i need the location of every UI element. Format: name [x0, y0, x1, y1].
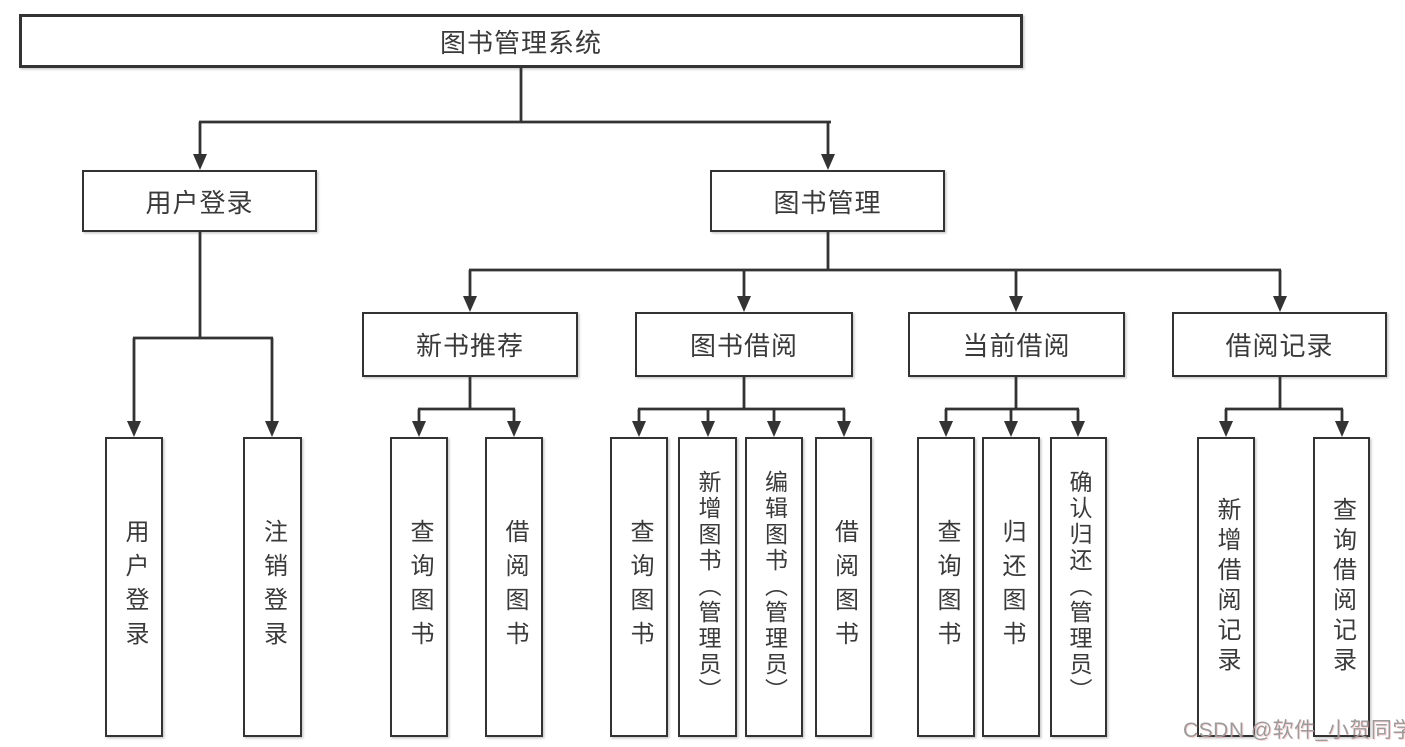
node-book-borrow: 图书借阅 [635, 312, 853, 377]
node-root-label: 图书管理系统 [439, 27, 602, 58]
arrowhead-icons [127, 154, 1349, 437]
leaf-borrow-books-label: 借阅图书 [830, 519, 858, 655]
node-user-login: 用户登录 [82, 170, 317, 232]
leaf-query-books-recommend-label: 查询图书 [406, 519, 433, 655]
node-borrow-records: 借阅记录 [1172, 312, 1387, 377]
node-user-login-label: 用户登录 [145, 187, 254, 218]
leaf-query-books-borrow-label: 查询图书 [626, 519, 653, 655]
leaf-query-borrow-record: 查询借阅记录 [1313, 437, 1370, 737]
leaf-edit-book-admin: 编辑图书（管理员） [745, 437, 803, 737]
leaf-borrow-books: 借阅图书 [815, 437, 872, 737]
leaf-return-books-label: 归还图书 [998, 519, 1025, 655]
node-current-borrow: 当前借阅 [908, 312, 1125, 377]
leaf-add-book-admin-label: 新增图书（管理员） [695, 470, 721, 704]
leaf-user-login: 用户登录 [105, 437, 163, 737]
leaf-confirm-return-admin: 确认归还（管理员） [1050, 437, 1107, 737]
leaf-add-book-admin: 新增图书（管理员） [678, 437, 737, 737]
leaf-query-books-borrow: 查询图书 [610, 437, 668, 737]
node-new-book-recommend-label: 新书推荐 [415, 331, 524, 361]
leaf-return-books: 归还图书 [982, 437, 1040, 737]
leaf-add-borrow-record: 新增借阅记录 [1197, 437, 1255, 737]
node-book-management: 图书管理 [710, 170, 945, 232]
node-new-book-recommend: 新书推荐 [362, 312, 578, 377]
node-current-borrow-label: 当前借阅 [962, 331, 1071, 361]
leaf-borrow-books-recommend: 借阅图书 [485, 437, 543, 737]
leaf-confirm-return-admin-label: 确认归还（管理员） [1066, 470, 1092, 704]
leaf-query-books-recommend: 查询图书 [390, 437, 448, 737]
leaf-logout: 注销登录 [243, 437, 302, 737]
leaf-borrow-books-recommend-label: 借阅图书 [501, 519, 528, 655]
leaf-logout-label: 注销登录 [259, 519, 287, 655]
node-book-management-label: 图书管理 [773, 187, 882, 218]
leaf-add-borrow-record-label: 新增借阅记录 [1213, 497, 1240, 677]
leaf-query-books-current-label: 查询图书 [933, 519, 960, 655]
leaf-user-login-label: 用户登录 [121, 519, 148, 655]
csdn-watermark: CSDN @软件_小贺同学 [1183, 719, 1405, 742]
node-borrow-records-label: 借阅记录 [1225, 331, 1334, 361]
node-root: 图书管理系统 [19, 14, 1023, 68]
leaf-query-books-current: 查询图书 [917, 437, 975, 737]
leaf-query-borrow-record-label: 查询借阅记录 [1328, 497, 1356, 677]
node-book-borrow-label: 图书借阅 [689, 331, 798, 361]
leaf-edit-book-admin-label: 编辑图书（管理员） [761, 470, 788, 704]
